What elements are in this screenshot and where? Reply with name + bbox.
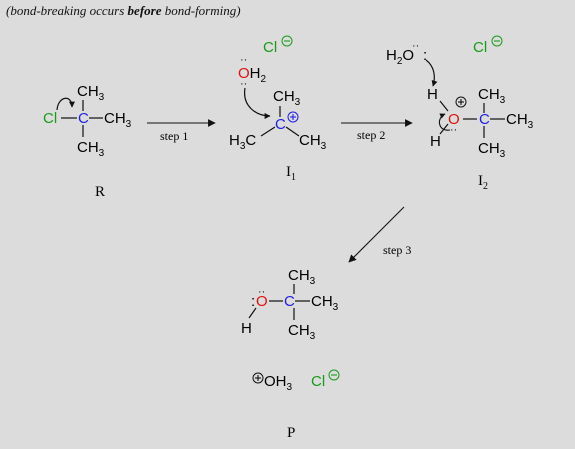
step1-label: step 1	[160, 129, 188, 143]
p-oxygen: O	[256, 293, 268, 310]
r-top-methyl: CH3	[77, 83, 105, 103]
i1-plus-circle	[287, 111, 299, 123]
i2-plus-circle	[455, 96, 467, 108]
step2-label: step 2	[357, 128, 385, 142]
p-bond-oh	[248, 307, 257, 319]
i2-water-lone-pair-top: ··	[412, 40, 419, 52]
i2-right-methyl: CH3	[506, 111, 534, 131]
i2-chloride: Cl	[473, 39, 487, 56]
i1-bond-right	[285, 126, 300, 137]
step1: step 1	[147, 119, 216, 143]
p-bottom-methyl: CH3	[288, 322, 316, 342]
label-I2: I2	[478, 173, 488, 192]
label-P: P	[287, 425, 295, 441]
i1-water-lone-pair-bottom: ··	[240, 78, 247, 90]
p-carbon: C	[284, 293, 295, 310]
i2-top-methyl: CH3	[478, 86, 506, 106]
i2-bottom-hydrogen: H	[430, 133, 441, 150]
step2: step 2	[341, 119, 413, 142]
p-hydronium-plus-circle	[252, 372, 264, 384]
molecule-P: CH3 : ·· O C CH3 H CH3 OH3 Cl P	[241, 267, 340, 441]
molecule-R: CH3 Cl C CH3 CH3 R	[43, 83, 132, 200]
label-I1: I1	[286, 164, 296, 183]
molecule-I2: H2O ·· : Cl H O ·· H CH3 C CH3	[386, 35, 534, 192]
label-R: R	[95, 184, 105, 200]
i2-bond-h-top	[439, 100, 449, 112]
r-bottom-methyl: CH3	[77, 139, 105, 159]
p-hydronium: OH3	[264, 373, 293, 393]
r-chlorine: Cl	[43, 110, 57, 127]
i1-top-methyl: CH3	[273, 88, 301, 108]
i1-left-methyl: H3C	[229, 132, 256, 152]
r-curved-arrow	[56, 97, 75, 111]
i2-water-lone-pair-side: :	[423, 47, 427, 64]
i1-curved-arrow	[244, 87, 271, 119]
step3-label: step 3	[383, 243, 411, 257]
r-carbon: C	[78, 110, 89, 127]
i1-right-methyl: CH3	[299, 132, 327, 152]
step3-arrow	[348, 206, 405, 263]
caption-emphasis: before	[127, 3, 162, 18]
p-chloride: Cl	[311, 373, 325, 390]
i1-bond-left	[260, 126, 276, 137]
r-right-methyl: CH3	[104, 110, 132, 130]
i1-carbon: C	[275, 116, 286, 133]
i2-oxygen: O	[448, 111, 460, 128]
i2-curved-arrow-h	[438, 113, 451, 131]
p-oxygen-lone-pair-side: :	[251, 293, 255, 310]
caption-end: bond-forming)	[161, 3, 241, 18]
i2-top-hydrogen: H	[427, 86, 438, 103]
i2-carbon: C	[479, 111, 490, 128]
i1-chloride: Cl	[263, 39, 277, 56]
i1-chloride-charge-circle	[281, 35, 293, 47]
p-right-methyl: CH3	[311, 293, 339, 313]
i2-bottom-methyl: CH3	[478, 140, 506, 160]
caption-start: (bond-breaking occurs	[6, 3, 128, 18]
i2-water: H2O	[386, 47, 414, 67]
p-chloride-charge-circle	[328, 369, 340, 381]
i1-water: OH2	[238, 65, 267, 85]
i2-oxygen-lone-pair: ··	[450, 124, 457, 136]
molecule-I1: Cl ·· OH2 ·· CH3 C H3C CH3 I1	[229, 35, 327, 183]
p-oxygen-lone-pair-top: ··	[258, 286, 265, 298]
i2-curved-arrow-water	[425, 59, 438, 87]
i1-water-lone-pair: ··	[240, 54, 247, 66]
caption: (bond-breaking occurs before bond-formin…	[6, 3, 241, 19]
step3: step 3	[348, 206, 411, 263]
p-top-methyl: CH3	[288, 267, 316, 287]
i2-chloride-charge-circle	[491, 35, 503, 47]
p-hydrogen: H	[241, 320, 252, 337]
i2-bond-h-bottom	[439, 123, 449, 135]
